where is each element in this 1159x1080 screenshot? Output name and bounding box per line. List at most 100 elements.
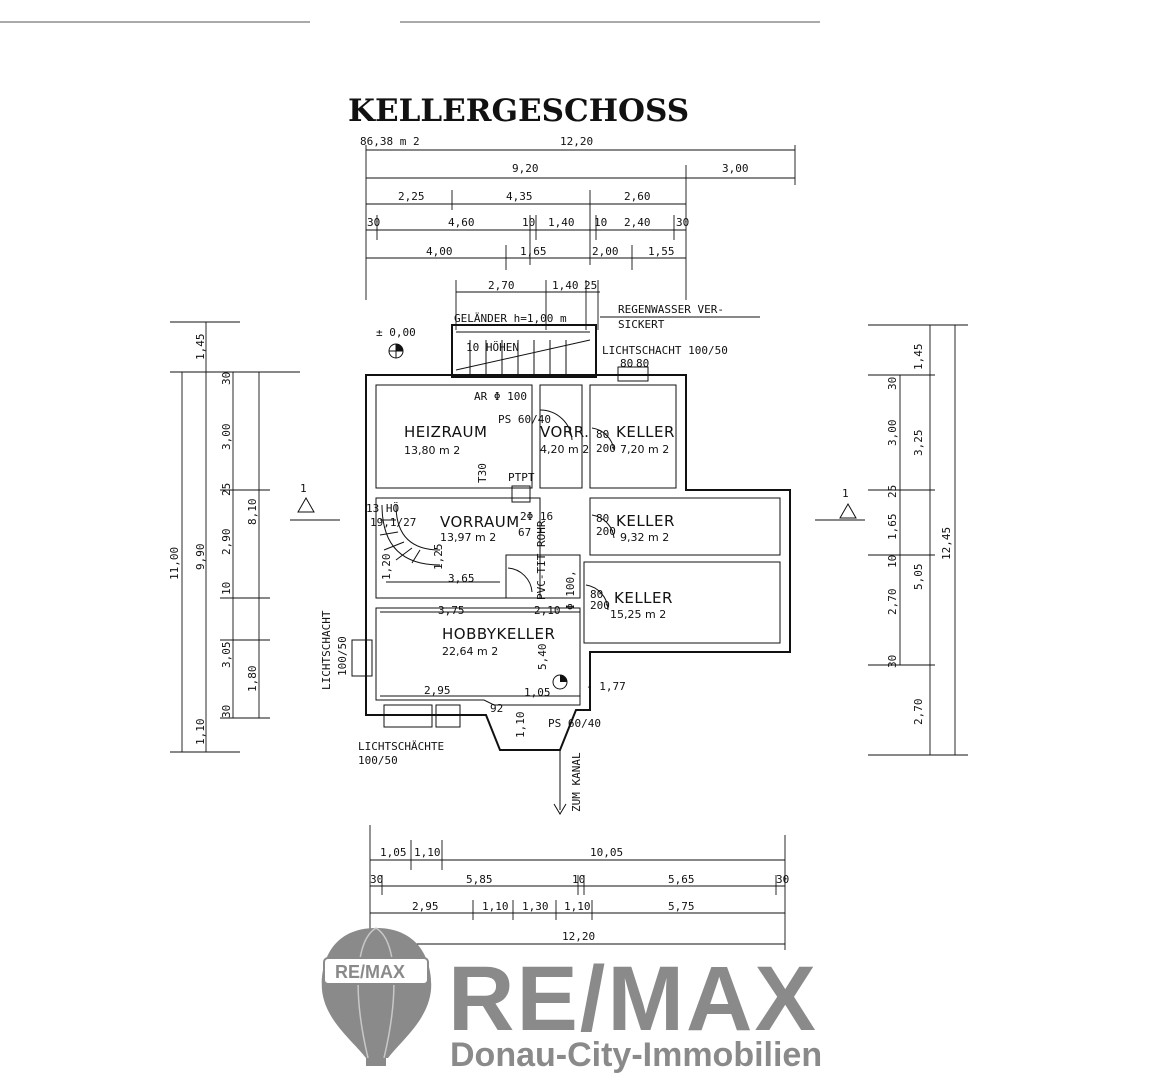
logo-badge-text: RE/MAX	[335, 962, 405, 982]
svg-text:LICHTSCHÄCHTE: LICHTSCHÄCHTE	[358, 740, 444, 753]
light-shaft-top: LICHTSCHACHT 100/50	[602, 344, 728, 357]
room-hobbykeller: HOBBYKELLER	[442, 625, 555, 643]
svg-text:80: 80	[636, 357, 649, 370]
svg-text:30: 30	[676, 216, 689, 229]
svg-text:4,20 m 2: 4,20 m 2	[540, 443, 589, 456]
svg-text:25: 25	[584, 279, 597, 292]
svg-text:22,64 m 2: 22,64 m 2	[442, 645, 498, 658]
svg-text:80: 80	[590, 588, 603, 601]
svg-text:100/50: 100/50	[336, 636, 349, 676]
svg-text:30: 30	[220, 372, 233, 385]
top-dimensions: 12,20 9,20 3,00 2,25 4,35 2,60 30 4,60 1…	[365, 135, 796, 330]
svg-text:3,00: 3,00	[722, 162, 749, 175]
svg-text:2,70: 2,70	[886, 589, 899, 616]
svg-text:13,80 m 2: 13,80 m 2	[404, 444, 460, 457]
svg-text:30: 30	[886, 655, 899, 668]
svg-text:2,90: 2,90	[220, 529, 233, 556]
svg-text:10: 10	[522, 216, 535, 229]
svg-text:5,40: 5,40	[536, 644, 549, 671]
svg-text:1,10: 1,10	[414, 846, 441, 859]
svg-text:80: 80	[620, 357, 633, 370]
svg-text:9,32 m 2: 9,32 m 2	[620, 531, 669, 544]
room-vorr: VORR.	[540, 423, 589, 441]
svg-text:10,05: 10,05	[590, 846, 623, 859]
svg-text:1,05: 1,05	[380, 846, 407, 859]
svg-text:ZUM KANAL: ZUM KANAL	[570, 752, 583, 812]
svg-text:1: 1	[300, 482, 307, 495]
svg-text:1,55: 1,55	[648, 245, 675, 258]
svg-text:25: 25	[220, 483, 233, 496]
svg-text:- 1,77: - 1,77	[586, 680, 626, 693]
svg-text:13,97 m 2: 13,97 m 2	[440, 531, 496, 544]
svg-text:1,10: 1,10	[514, 712, 527, 739]
svg-text:30: 30	[220, 705, 233, 718]
svg-text:100/50: 100/50	[358, 754, 398, 767]
svg-text:1,05: 1,05	[524, 686, 551, 699]
svg-text:PTPT: PTPT	[508, 471, 535, 484]
svg-text:9,90: 9,90	[194, 544, 207, 571]
svg-text:Φ 100,: Φ 100,	[564, 570, 577, 610]
svg-text:10: 10	[572, 873, 585, 886]
balloon-icon: RE/MAX	[321, 927, 432, 1066]
interior-annotations: AR Φ 100 PS 60/40 PTPT 13 HÖ 19,1/27 T30…	[320, 357, 649, 812]
svg-text:4,35: 4,35	[506, 190, 533, 203]
svg-text:2Φ 16: 2Φ 16	[520, 510, 553, 523]
svg-text:AR Φ 100: AR Φ 100	[474, 390, 527, 403]
svg-text:3,65: 3,65	[448, 572, 475, 585]
svg-text:80: 80	[596, 428, 609, 441]
right-dimensions: 1,45 30 3,00 3,25 25 1,65 10 2,70 30 5,0…	[815, 324, 968, 756]
svg-text:1,65: 1,65	[886, 514, 899, 541]
svg-text:T30: T30	[476, 463, 489, 483]
svg-text:5,75: 5,75	[668, 900, 695, 913]
svg-text:10: 10	[220, 582, 233, 595]
svg-text:1,45: 1,45	[912, 344, 925, 371]
svg-text:12,20: 12,20	[560, 135, 593, 148]
svg-text:2,95: 2,95	[412, 900, 439, 913]
svg-text:2,25: 2,25	[398, 190, 425, 203]
svg-text:2,10: 2,10	[534, 604, 561, 617]
svg-text:2,95: 2,95	[424, 684, 451, 697]
room-vorraum: VORRAUM	[440, 513, 520, 531]
room-keller-2: KELLER	[616, 512, 675, 530]
svg-text:15,25 m 2: 15,25 m 2	[610, 608, 666, 621]
logo-wordmark: RE/MAX	[448, 948, 818, 1050]
svg-text:5,65: 5,65	[668, 873, 695, 886]
svg-text:13 HÖ: 13 HÖ	[366, 502, 399, 515]
svg-text:30: 30	[370, 873, 383, 886]
svg-text:3,25: 3,25	[912, 430, 925, 457]
svg-text:1,65: 1,65	[520, 245, 547, 258]
remax-logo: RE/MAX RE/MAX Donau-City-Immobilien	[321, 927, 822, 1074]
svg-text:92: 92	[490, 702, 503, 715]
svg-text:4,00: 4,00	[426, 245, 453, 258]
svg-text:1,20: 1,20	[380, 554, 393, 581]
bottom-dimensions: 1,05 1,10 10,05 30 5,85 10 5,65 30 2,95 …	[369, 825, 789, 950]
svg-text:11,00: 11,00	[168, 547, 181, 580]
svg-text:1,40: 1,40	[552, 279, 579, 292]
svg-text:19,1/27: 19,1/27	[370, 516, 416, 529]
room-heizraum: HEIZRAUM	[404, 423, 487, 441]
svg-text:1: 1	[842, 487, 849, 500]
svg-text:PS 60/40: PS 60/40	[548, 717, 601, 730]
building-outline	[351, 366, 791, 815]
left-dimensions: 11,00 9,90 1,45 30 3,00 8,10 25 2,90 10 …	[168, 321, 580, 753]
svg-text:1,30: 1,30	[522, 900, 549, 913]
svg-text:8,10: 8,10	[246, 499, 259, 526]
svg-text:30: 30	[367, 216, 380, 229]
svg-text:10: 10	[594, 216, 607, 229]
room-keller-3: KELLER	[614, 589, 673, 607]
svg-text:10: 10	[886, 555, 899, 568]
svg-text:12,20: 12,20	[562, 930, 595, 943]
room-keller-1: KELLER	[616, 423, 675, 441]
svg-text:3,05: 3,05	[220, 642, 233, 669]
svg-text:200: 200	[596, 525, 616, 538]
rainwater-note-2: SICKERT	[618, 318, 665, 331]
svg-text:7,20 m 2: 7,20 m 2	[620, 443, 669, 456]
rainwater-note-1: REGENWASSER VER-	[618, 303, 724, 316]
total-area: 86,38 m 2	[360, 135, 420, 148]
svg-text:5,85: 5,85	[466, 873, 493, 886]
svg-text:200: 200	[590, 599, 610, 612]
svg-text:2,70: 2,70	[488, 279, 515, 292]
svg-text:5,05: 5,05	[912, 564, 925, 591]
svg-text:3,75: 3,75	[438, 604, 465, 617]
svg-text:30: 30	[886, 377, 899, 390]
